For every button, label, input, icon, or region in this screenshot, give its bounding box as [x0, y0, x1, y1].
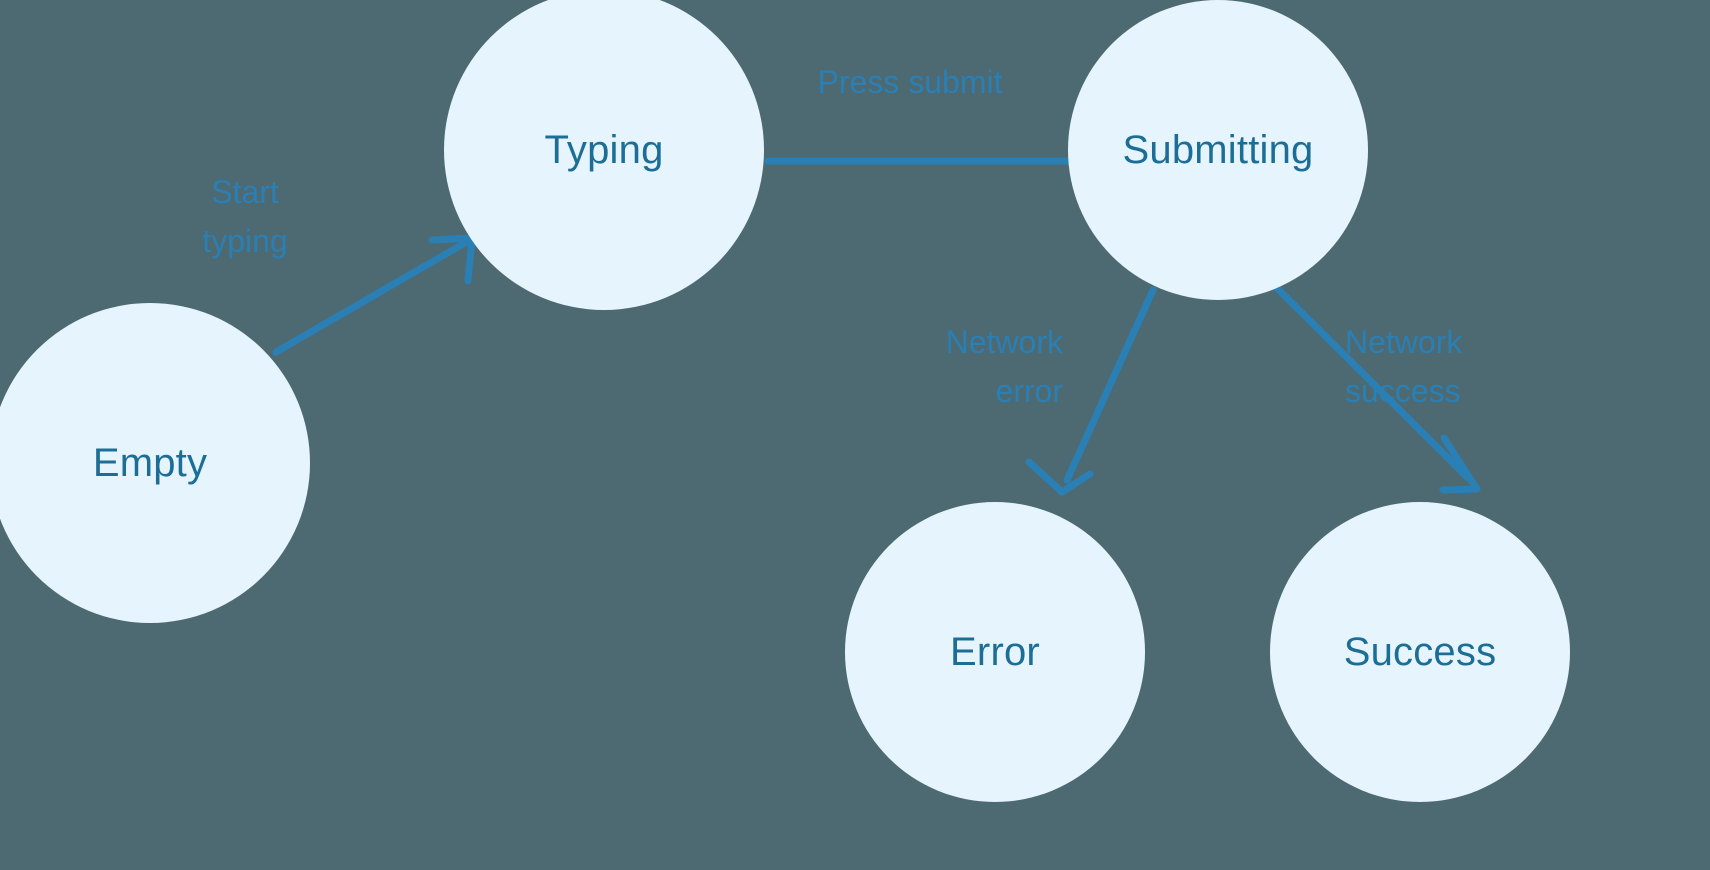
- edge-submitting-to-success: [1273, 284, 1481, 494]
- edge-empty-to-typing: [272, 234, 476, 356]
- state-node-empty[interactable]: Empty: [0, 303, 310, 623]
- state-node-success[interactable]: Success: [1270, 502, 1570, 802]
- state-node-typing[interactable]: Typing: [444, 0, 764, 310]
- edge-label-network-success: Network success: [1345, 324, 1463, 409]
- edge-label-network-error: Network error: [945, 324, 1063, 409]
- state-label-typing: Typing: [544, 128, 664, 172]
- edge-submitting-to-error: [1025, 286, 1157, 496]
- edge-label-press-submit: Press submit: [817, 64, 1003, 100]
- state-node-submitting[interactable]: Submitting: [1068, 0, 1368, 300]
- state-label-submitting: Submitting: [1122, 128, 1314, 172]
- state-label-empty: Empty: [92, 441, 208, 485]
- state-label-success: Success: [1343, 630, 1497, 674]
- state-label-error: Error: [950, 630, 1040, 674]
- state-node-error[interactable]: Error: [845, 502, 1145, 802]
- edge-label-start-typing: Start typing: [202, 174, 288, 259]
